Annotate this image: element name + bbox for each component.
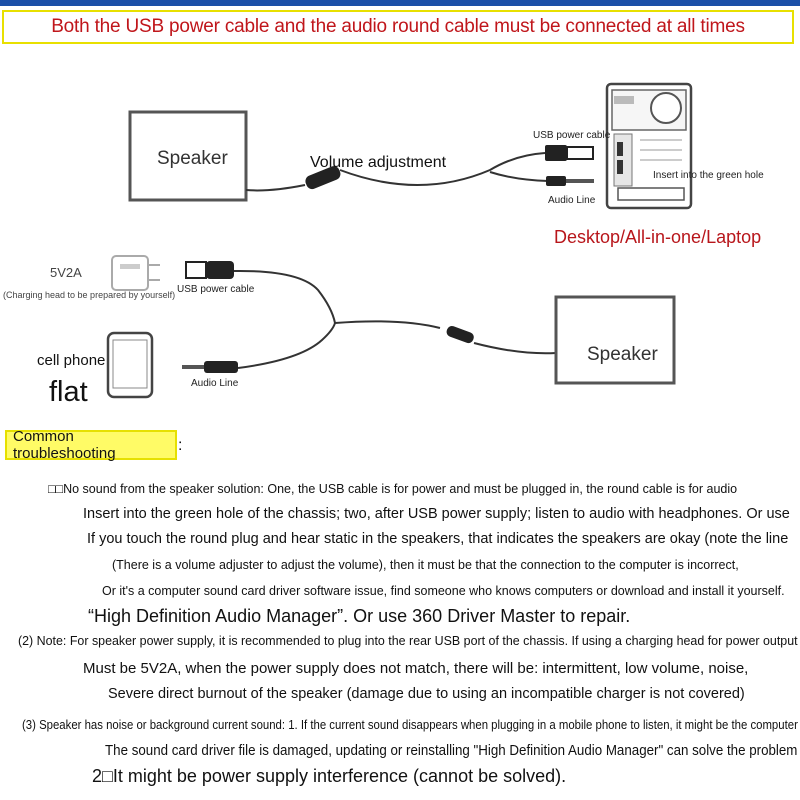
troubleshooting-heading: Common troubleshooting	[5, 428, 177, 462]
trouble-line-9: Severe direct burnout of the speaker (da…	[108, 686, 745, 702]
usb-power-cable-top-label: USB power cable	[533, 130, 611, 141]
trouble-line-2: Insert into the green hole of the chassi…	[83, 506, 790, 522]
audio-line-bottom-label: Audio Line	[191, 378, 239, 389]
speaker-bottom-box	[554, 295, 676, 385]
speaker-top-label: Speaker	[157, 148, 228, 169]
cable-top-usb	[339, 152, 546, 186]
charger-icon	[111, 255, 160, 291]
warning-banner: Both the USB power cable and the audio r…	[2, 10, 794, 44]
audio-plug-bottom-icon	[182, 361, 238, 373]
charger-rating-label: 5V2A	[50, 265, 82, 280]
trouble-line-1: □□No sound from the speaker solution: On…	[48, 482, 738, 496]
cable-to-speaker-bottom	[473, 342, 557, 355]
cell-phone-label: cell phone	[37, 352, 106, 369]
warning-banner-text: Both the USB power cable and the audio r…	[51, 16, 745, 37]
usb-plug-bottom-icon	[185, 261, 234, 279]
speaker-bottom-label: Speaker	[587, 344, 658, 365]
trouble-line-6: “High Definition Audio Manager”. Or use …	[88, 606, 631, 626]
top-bar	[0, 0, 800, 6]
cable-top-audio	[489, 171, 549, 182]
cable-bottom-merged	[334, 320, 441, 329]
trouble-line-8: Must be 5V2A, when the power supply does…	[83, 660, 749, 677]
trouble-line-3: If you touch the round plug and hear sta…	[87, 531, 789, 547]
insert-green-hole-label: Insert into the green hole	[653, 170, 764, 181]
trouble-line-5: Or it's a computer sound card driver sof…	[102, 584, 785, 598]
flat-label: flat	[49, 376, 88, 408]
cell-phone-icon	[106, 331, 154, 399]
volume-adjustment-label: Volume adjustment	[310, 154, 447, 171]
speaker-top-box	[128, 110, 248, 202]
trouble-line-7: (2) Note: For speaker power supply, it i…	[18, 634, 798, 648]
volume-adjuster-icon	[305, 166, 341, 190]
audio-line-top-label: Audio Line	[548, 195, 596, 206]
speaker-top-cable	[245, 184, 306, 192]
trouble-line-10: (3) Speaker has noise or background curr…	[22, 718, 798, 732]
trouble-line-12: 2□It might be power supply interference …	[92, 766, 567, 786]
charger-note-label: (Charging head to be prepared by yoursel…	[3, 290, 176, 300]
usb-plug-top-icon	[545, 145, 594, 161]
volume-adjuster-bottom-icon	[446, 325, 474, 344]
trouble-line-11: The sound card driver file is damaged, u…	[105, 743, 798, 759]
troubleshooting-colon: :	[178, 437, 183, 454]
desktop-label: Desktop/All-in-one/Laptop	[554, 227, 762, 247]
wiring-svg	[106, 82, 693, 399]
pc-tower-icon	[605, 82, 693, 210]
troubleshooting-heading-text: Common troubleshooting	[13, 428, 116, 462]
audio-plug-top-icon	[546, 176, 594, 186]
cable-bottom-usb	[233, 269, 336, 324]
wiring-diagram: Speaker Volume adjustment USB power cabl…	[0, 50, 800, 430]
trouble-line-4: (There is a volume adjuster to adjust th…	[112, 558, 739, 572]
usb-power-cable-bottom-label: USB power cable	[177, 284, 255, 295]
cable-bottom-audio	[237, 322, 336, 369]
